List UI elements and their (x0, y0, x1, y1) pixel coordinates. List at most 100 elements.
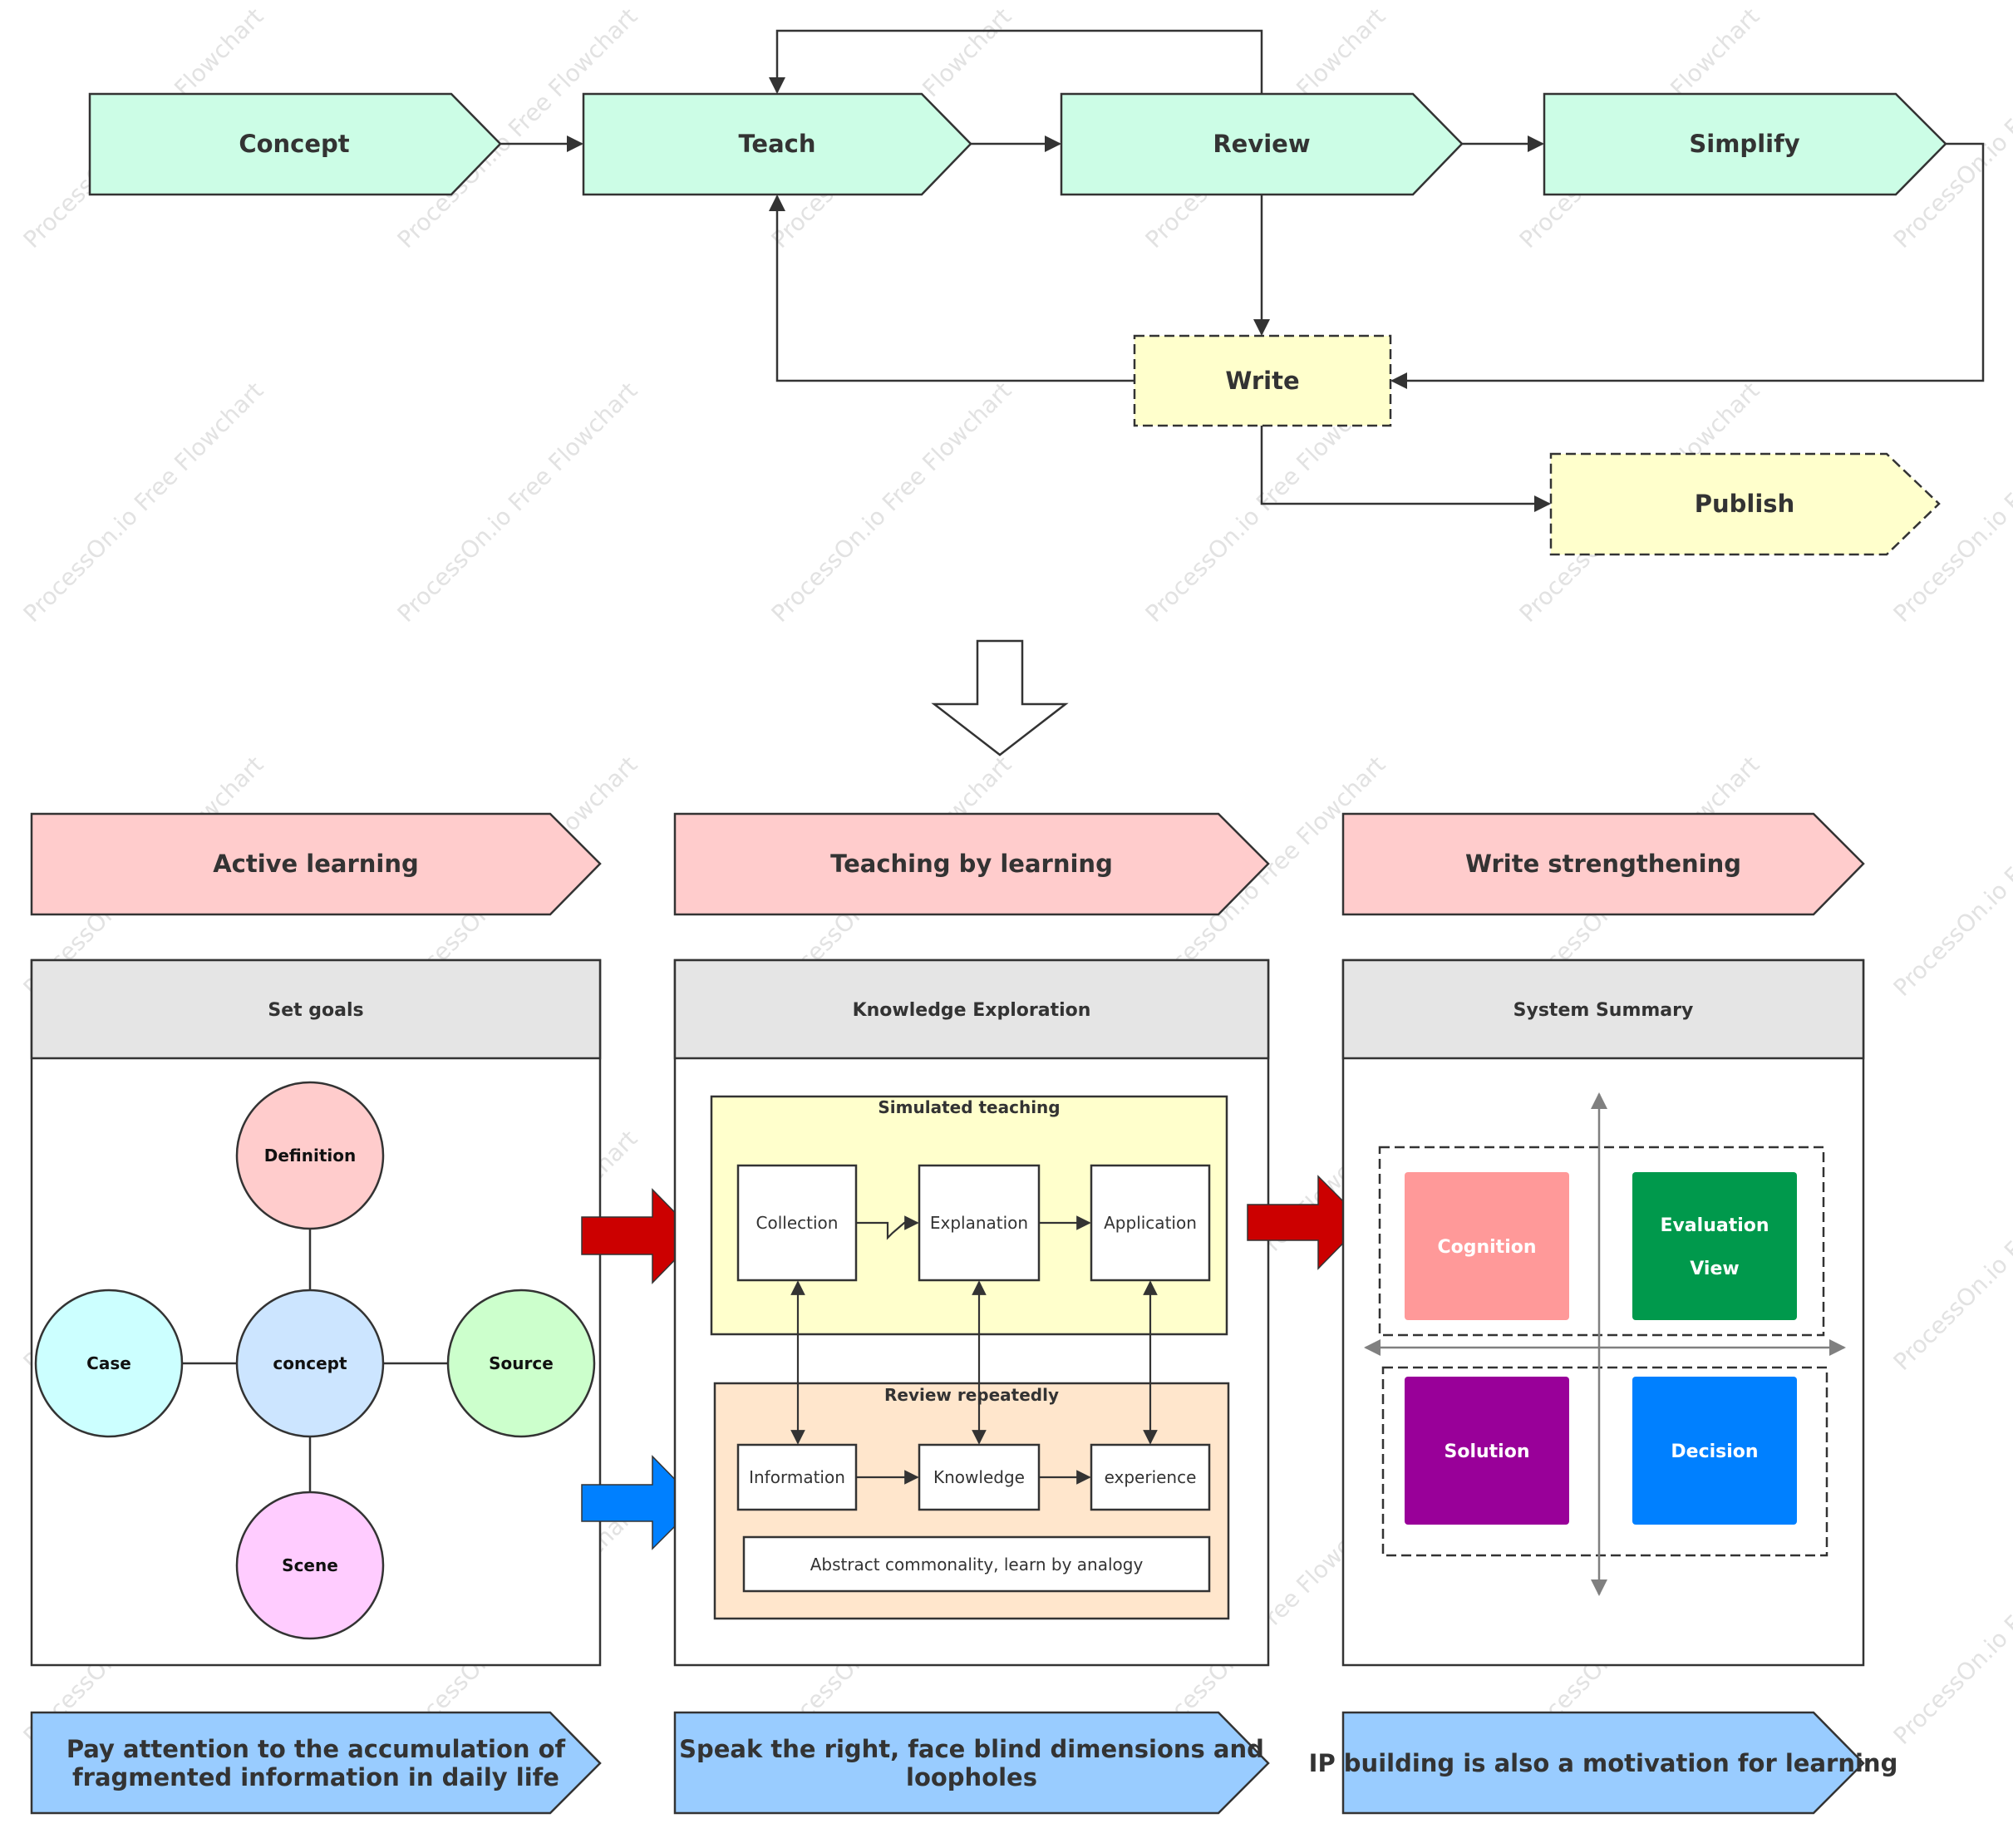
flow-write[interactable]: Write (1133, 334, 1392, 427)
watermark-text: ProcessOn.io Free Flowchart (1888, 751, 2013, 1002)
box-explanation-label: Explanation (930, 1213, 1028, 1233)
panel-summary-title: System Summary (1513, 1000, 1694, 1021)
box-application-label: Application (1104, 1213, 1197, 1233)
footer-middle-line1: Speak the right, face blind dimensions a… (679, 1735, 1264, 1763)
circle-definition-label: Definition (264, 1146, 356, 1165)
footer-left-line2: fragmented information in daily life (72, 1763, 559, 1791)
flow-simplify[interactable]: Simplify (1543, 92, 1947, 196)
review-repeatedly-label: Review repeatedly (884, 1385, 1059, 1405)
flow-publish-label: Publish (1695, 490, 1794, 518)
red-arrow-right (1247, 1175, 1366, 1270)
flow-review[interactable]: Review (1060, 92, 1464, 196)
panel-exploration-header (673, 958, 1270, 1060)
circle-source-label: Source (489, 1353, 554, 1373)
quad-solution-label: Solution (1445, 1441, 1530, 1462)
connector-write-teach (769, 195, 1134, 382)
panel-set-goals: Set goals Definition concept Case Source… (30, 958, 602, 1667)
summary-axes (1364, 1092, 1846, 1596)
footer-middle-line2: loopholes (906, 1763, 1037, 1791)
flow-write-label: Write (1225, 367, 1299, 395)
box-knowledge[interactable]: Knowledge (918, 1443, 1041, 1511)
box-explanation[interactable]: Explanation (918, 1164, 1041, 1282)
section-teaching-shape (673, 812, 1270, 916)
box-abstract-commonality[interactable]: Abstract commonality, learn by analogy (742, 1535, 1211, 1593)
flow-write-shape (1133, 334, 1392, 427)
flow-review-shape (1060, 92, 1464, 196)
quad-evaluation-view[interactable]: Evaluation View (1632, 1172, 1797, 1320)
flow-simplify-shape (1543, 92, 1947, 196)
circle-case[interactable]: Case (34, 1289, 184, 1438)
flow-teach-shape (582, 92, 972, 196)
down-arrow (931, 639, 1069, 756)
section-teaching-by-learning[interactable]: Teaching by learning (673, 812, 1270, 916)
flow-concept-label: Concept (239, 130, 349, 158)
section-active-learning[interactable]: Active learning (30, 812, 602, 916)
circle-concept-label: concept (273, 1353, 347, 1373)
box-information-label: Information (749, 1467, 845, 1487)
connector-simplify-write (1390, 142, 1985, 389)
circle-scene-label: Scene (282, 1555, 338, 1575)
panel-goals-header (30, 958, 602, 1060)
quad-decision-label: Decision (1671, 1441, 1758, 1462)
footer-left[interactable]: Pay attention to the accumulation of fra… (30, 1711, 602, 1815)
box-information[interactable]: Information (736, 1443, 858, 1511)
footer-right-shape (1341, 1711, 1865, 1815)
circle-concept[interactable]: concept (235, 1289, 385, 1438)
section-teaching-label: Teaching by learning (830, 850, 1113, 878)
section-writing-shape (1341, 812, 1865, 916)
quad-solution[interactable]: Solution (1405, 1377, 1569, 1525)
quad-cognition-label: Cognition (1437, 1237, 1536, 1258)
quad-evaluation-line1: Evaluation (1660, 1215, 1769, 1236)
flow-concept-shape (88, 92, 502, 196)
panel-knowledge-exploration: Knowledge Exploration Simulated teaching… (673, 958, 1270, 1667)
flow-concept[interactable]: Concept (88, 92, 502, 196)
footer-right-label: IP building is also a motivation for lea… (1309, 1749, 1898, 1777)
box-experience[interactable]: experience (1090, 1443, 1211, 1511)
flow-teach[interactable]: Teach (582, 92, 972, 196)
watermark-text: ProcessOn.io Free Flowchart (766, 377, 1017, 628)
flow-teach-label: Teach (738, 130, 815, 158)
footer-right[interactable]: IP building is also a motivation for lea… (1309, 1711, 1898, 1815)
flow-publish[interactable]: Publish (1549, 452, 1941, 556)
box-collection[interactable]: Collection (736, 1164, 858, 1282)
flow-connectors (500, 29, 1985, 512)
section-active-shape (30, 812, 602, 916)
panel-exploration-title: Knowledge Exploration (853, 1000, 1091, 1021)
box-experience-label: experience (1105, 1467, 1197, 1487)
watermark-text: ProcessOn.io Free Flowchart (1888, 1125, 2013, 1376)
section-active-label: Active learning (213, 850, 419, 878)
box-abstract-label: Abstract commonality, learn by analogy (810, 1555, 1144, 1574)
quad-cognition[interactable]: Cognition (1405, 1172, 1569, 1320)
watermark-text: ProcessOn.io Free Flowchart (1888, 1499, 2013, 1750)
box-collection-label: Collection (756, 1213, 839, 1233)
footer-left-shape (30, 1711, 602, 1815)
quad-decision[interactable]: Decision (1632, 1377, 1797, 1525)
watermark-text: ProcessOn.io Free Flowchart (18, 377, 269, 628)
quad-evaluation-line2: View (1690, 1259, 1739, 1279)
circle-case-label: Case (86, 1353, 131, 1373)
watermark-text: ProcessOn.io Free Flowchart (392, 377, 643, 628)
flow-simplify-label: Simplify (1689, 130, 1799, 158)
footer-middle-shape (673, 1711, 1270, 1815)
panel-goals-title: Set goals (268, 1000, 363, 1021)
exploration-connectors (790, 1215, 1158, 1485)
panel-summary-header (1341, 958, 1865, 1060)
circle-source[interactable]: Source (446, 1289, 596, 1438)
footer-middle[interactable]: Speak the right, face blind dimensions a… (673, 1711, 1270, 1815)
section-writing-label: Write strengthening (1465, 850, 1741, 878)
connector-write-publish (1260, 426, 1551, 512)
goals-links (182, 1229, 448, 1492)
section-write-strengthening[interactable]: Write strengthening (1341, 812, 1865, 916)
simulated-teaching-label: Simulated teaching (878, 1097, 1060, 1117)
circle-scene[interactable]: Scene (235, 1491, 385, 1640)
box-application[interactable]: Application (1090, 1164, 1211, 1282)
footer-left-line1: Pay attention to the accumulation of (66, 1735, 566, 1763)
flow-review-label: Review (1213, 130, 1310, 158)
circle-definition[interactable]: Definition (235, 1081, 385, 1230)
box-knowledge-label: Knowledge (933, 1467, 1025, 1487)
connector-review-loop-teach (769, 29, 1263, 94)
flow-publish-shape (1549, 452, 1941, 556)
panel-system-summary: System Summary Cognition Evaluation View… (1341, 958, 1865, 1667)
